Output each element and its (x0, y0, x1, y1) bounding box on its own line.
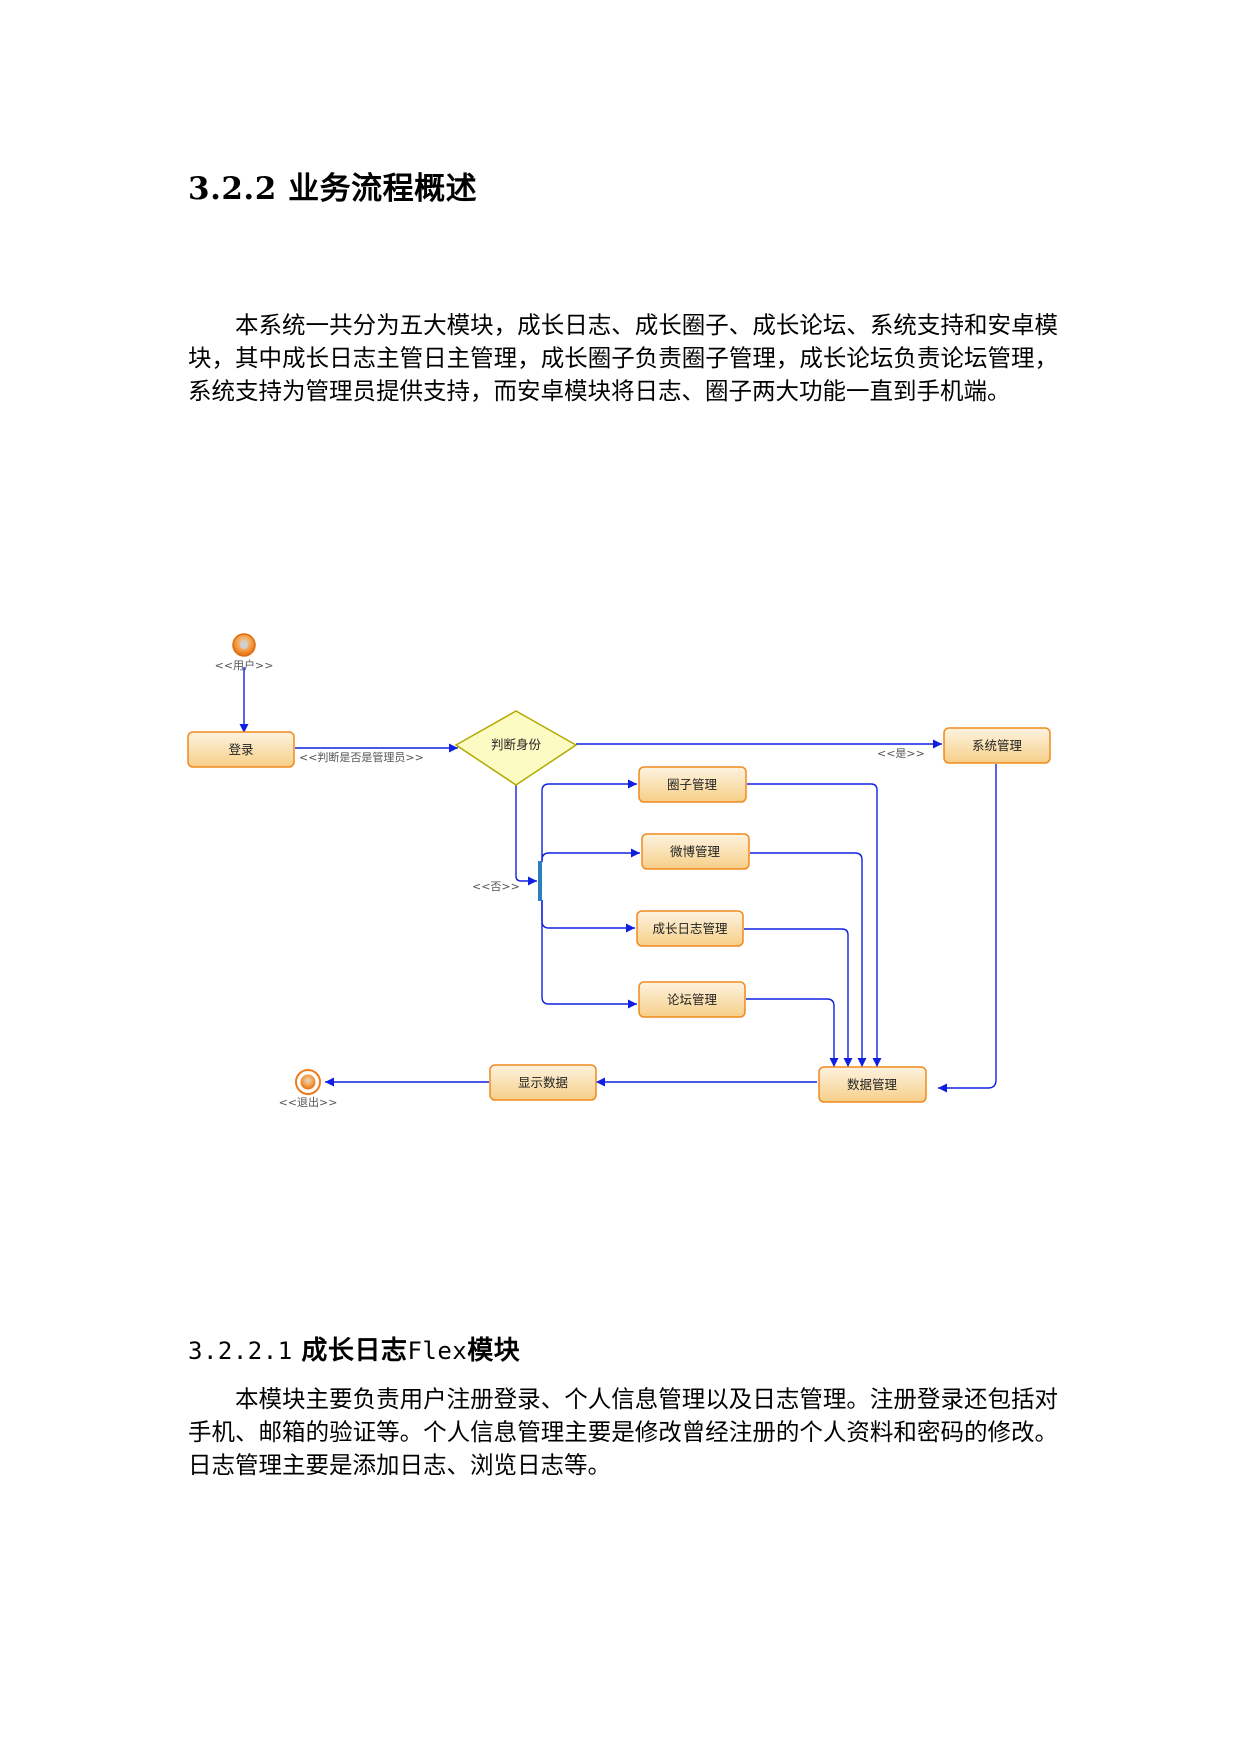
edge-label-yes: <<是>> (877, 747, 925, 760)
subsection-paragraph: 本模块主要负责用户注册登录、个人信息管理以及日志管理。注册登录还包括对手机、邮箱… (188, 1385, 1058, 1479)
edge-forum-data (746, 998, 839, 1067)
edge-weibo-data (750, 852, 867, 1067)
edge-diary-data (744, 928, 853, 1067)
edge-fork-weibo (541, 848, 640, 862)
edge-fork-forum (541, 900, 637, 1009)
start-label: <<用户>> (215, 658, 274, 672)
node-system-mgmt-label: 系统管理 (972, 738, 1023, 753)
edge-label-no: <<否>> (472, 880, 520, 893)
end-label: <<退出>> (279, 1095, 338, 1109)
edge-label-check-admin: <<判断是否是管理员>> (299, 750, 424, 764)
edge-fork-circle (541, 779, 637, 862)
subsection-title-a: 成长日志 (301, 1336, 408, 1366)
node-decision-label: 判断身份 (491, 737, 542, 752)
node-weibo-mgmt-label: 微博管理 (670, 844, 721, 859)
node-show-data: 显示数据 (489, 1064, 597, 1101)
node-circle-mgmt-label: 圈子管理 (667, 777, 718, 792)
edge-system-data (938, 764, 997, 1093)
edge-fork-diary (541, 900, 635, 933)
subsection-title-b: 模块 (467, 1336, 521, 1366)
node-diary-mgmt: 成长日志管理 (636, 910, 744, 947)
subsection-number: 3.2.2.1 (188, 1337, 293, 1365)
end-node (295, 1069, 321, 1095)
start-node (232, 633, 256, 657)
node-decision: 判断身份 (454, 710, 578, 786)
node-forum-mgmt-label: 论坛管理 (667, 992, 718, 1007)
node-weibo-mgmt: 微博管理 (641, 833, 750, 870)
subsection-title-code: Flex (407, 1337, 468, 1365)
edge-circle-data (747, 783, 882, 1067)
subsection-heading: 3.2.2.1 成长日志Flex模块 (188, 1330, 520, 1367)
node-show-data-label: 显示数据 (518, 1075, 568, 1090)
node-forum-mgmt: 论坛管理 (638, 981, 746, 1018)
node-data-mgmt: 数据管理 (818, 1066, 927, 1103)
fork-bar (538, 861, 542, 901)
node-system-mgmt: 系统管理 (943, 727, 1051, 764)
node-circle-mgmt: 圈子管理 (638, 766, 747, 803)
section-paragraph: 本系统一共分为五大模块，成长日志、成长圈子、成长论坛、系统支持和安卓模块，其中成… (188, 311, 1058, 405)
node-login: 登录 (187, 731, 295, 768)
node-login-label: 登录 (228, 742, 253, 757)
node-data-mgmt-label: 数据管理 (847, 1077, 898, 1092)
section-heading: 3.2.2 业务流程概述 (188, 171, 478, 207)
node-diary-mgmt-label: 成长日志管理 (652, 921, 728, 936)
flow-edges (239, 667, 997, 1093)
edge-decision-fork (515, 785, 537, 886)
